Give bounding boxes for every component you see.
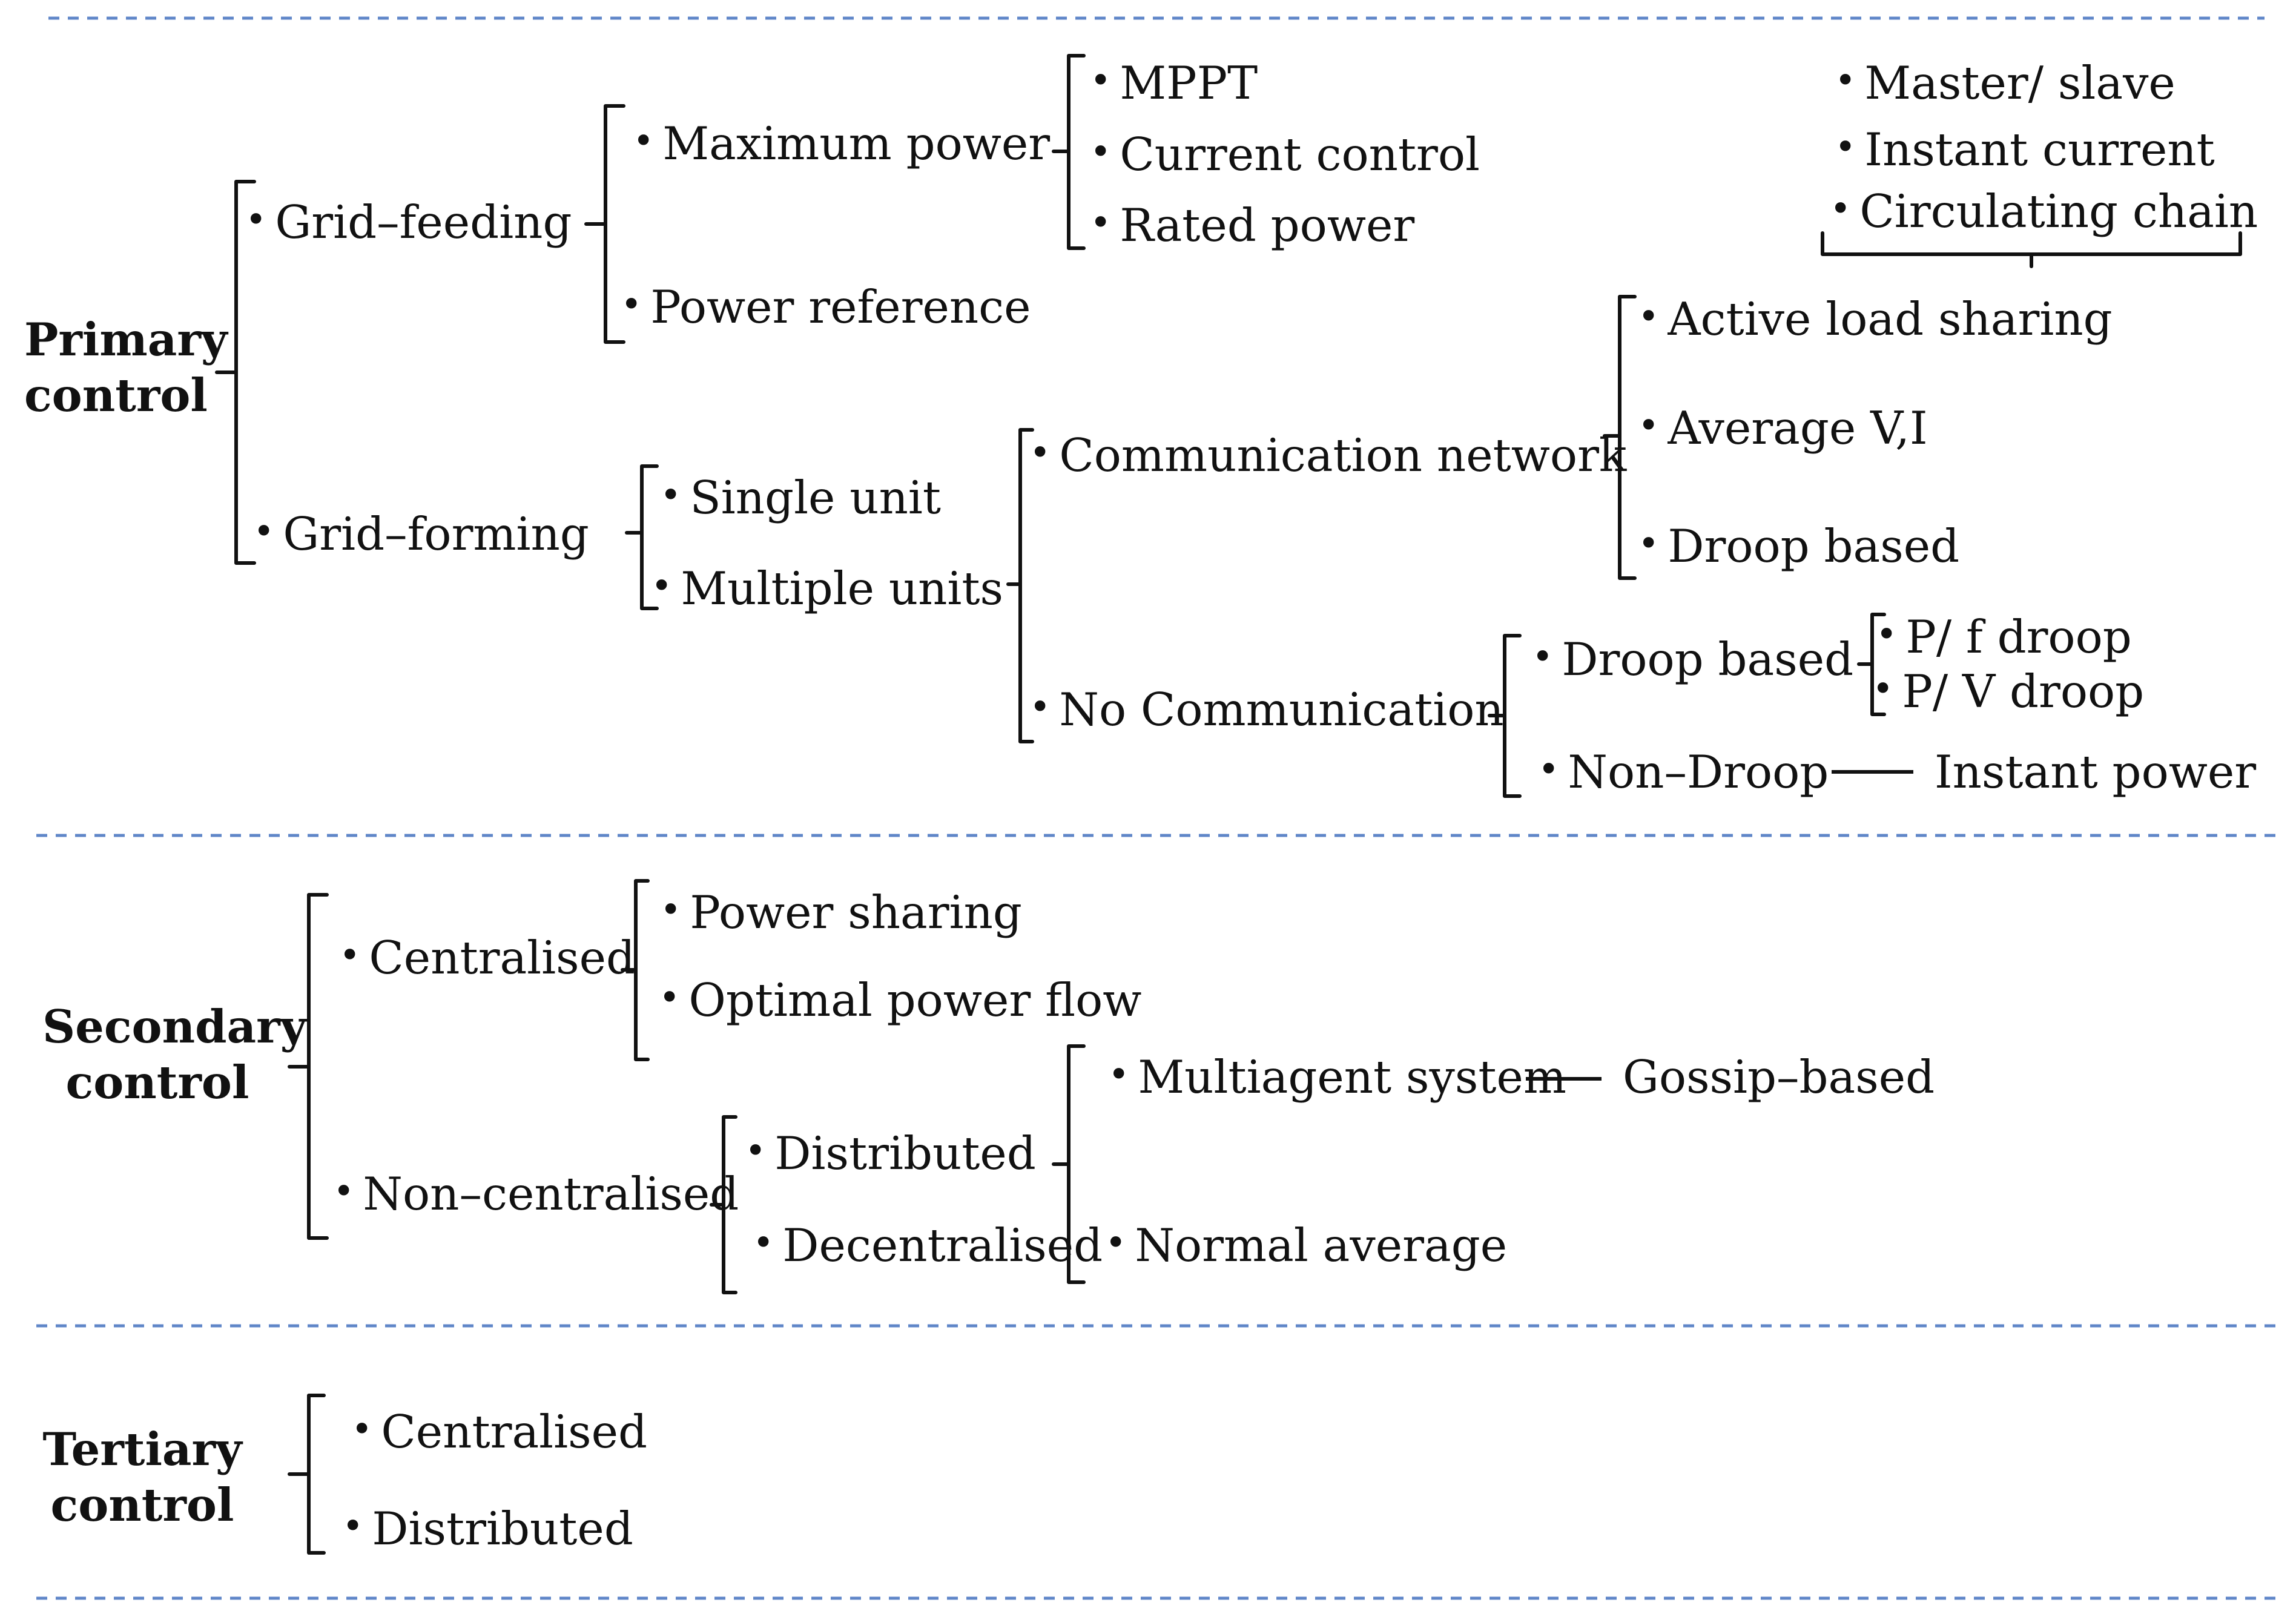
bracket-secondary (288, 893, 329, 1240)
brace-master-slave-group (1821, 231, 2242, 268)
label-single-unit: Single unit (660, 475, 941, 521)
label-grid-feeding: Grid–feeding (245, 200, 572, 245)
bracket-grid-feeding (584, 104, 625, 344)
label-instant-current: Instant current (1835, 127, 2214, 173)
label-communication-network: Communication network (1029, 433, 1626, 478)
label-multiagent-system: Multiagent system (1108, 1055, 1566, 1100)
label-droop-based: Droop based (1532, 637, 1853, 682)
bracket-tertiary (288, 1394, 326, 1555)
label-non-centralised: Non–centralised (333, 1171, 739, 1217)
label-tertiary-centralised: Centralised (351, 1409, 647, 1455)
bracket-primary (215, 180, 256, 565)
label-normal-average: Normal average (1105, 1223, 1507, 1268)
heading-primary-line2: control (24, 369, 208, 422)
label-decentralised: Decentralised (753, 1223, 1103, 1268)
bracket-maximum-power (1052, 54, 1086, 250)
label-droop-based-comm: Droop based (1638, 524, 1959, 569)
label-power-sharing: Power sharing (660, 890, 1022, 935)
label-centralised: Centralised (339, 935, 635, 981)
bracket-multiple-units (1006, 428, 1034, 743)
label-pf-droop: P/ f droop (1876, 614, 2131, 660)
label-grid-forming: Grid–forming (253, 512, 589, 557)
heading-tertiary-line1: Tertiary (42, 1423, 242, 1476)
heading-tertiary-control: Tertiary control (42, 1421, 242, 1533)
bracket-distributed (1052, 1044, 1086, 1284)
label-circulating-chain: Circulating chain (1830, 189, 2258, 234)
label-distributed: Distributed (745, 1131, 1035, 1176)
label-gossip-based: Gossip–based (1623, 1050, 1935, 1104)
label-tertiary-distributed: Distributed (342, 1506, 633, 1552)
label-active-load-sharing: Active load sharing (1638, 297, 2112, 342)
label-average-vi: Average V,I (1638, 406, 1927, 451)
label-instant-power: Instant power (1935, 745, 2257, 799)
heading-secondary-control: Secondary control (42, 999, 307, 1110)
label-rated-power: Rated power (1090, 203, 1414, 248)
label-master-slave: Master/ slave (1835, 61, 2175, 106)
label-maximum-power: Maximum power (633, 121, 1050, 166)
label-optimal-power-flow: Optimal power flow (659, 978, 1141, 1023)
label-non-droop: Non–Droop (1538, 749, 1829, 795)
label-no-communication: No Communication (1029, 687, 1503, 733)
label-power-reference: Power reference (621, 285, 1031, 330)
heading-tertiary-line2: control (50, 1478, 234, 1532)
bracket-grid-forming (625, 464, 659, 610)
label-pv-droop: P/ V droop (1872, 669, 2144, 714)
label-mppt: MPPT (1090, 61, 1258, 106)
heading-secondary-line1: Secondary (42, 1000, 307, 1053)
heading-primary-control: Primary control (24, 312, 228, 423)
heading-secondary-line2: control (65, 1056, 249, 1109)
label-multiple-units: Multiple units (651, 566, 1003, 611)
heading-primary-line1: Primary (24, 313, 228, 366)
label-current-control: Current control (1090, 132, 1480, 177)
